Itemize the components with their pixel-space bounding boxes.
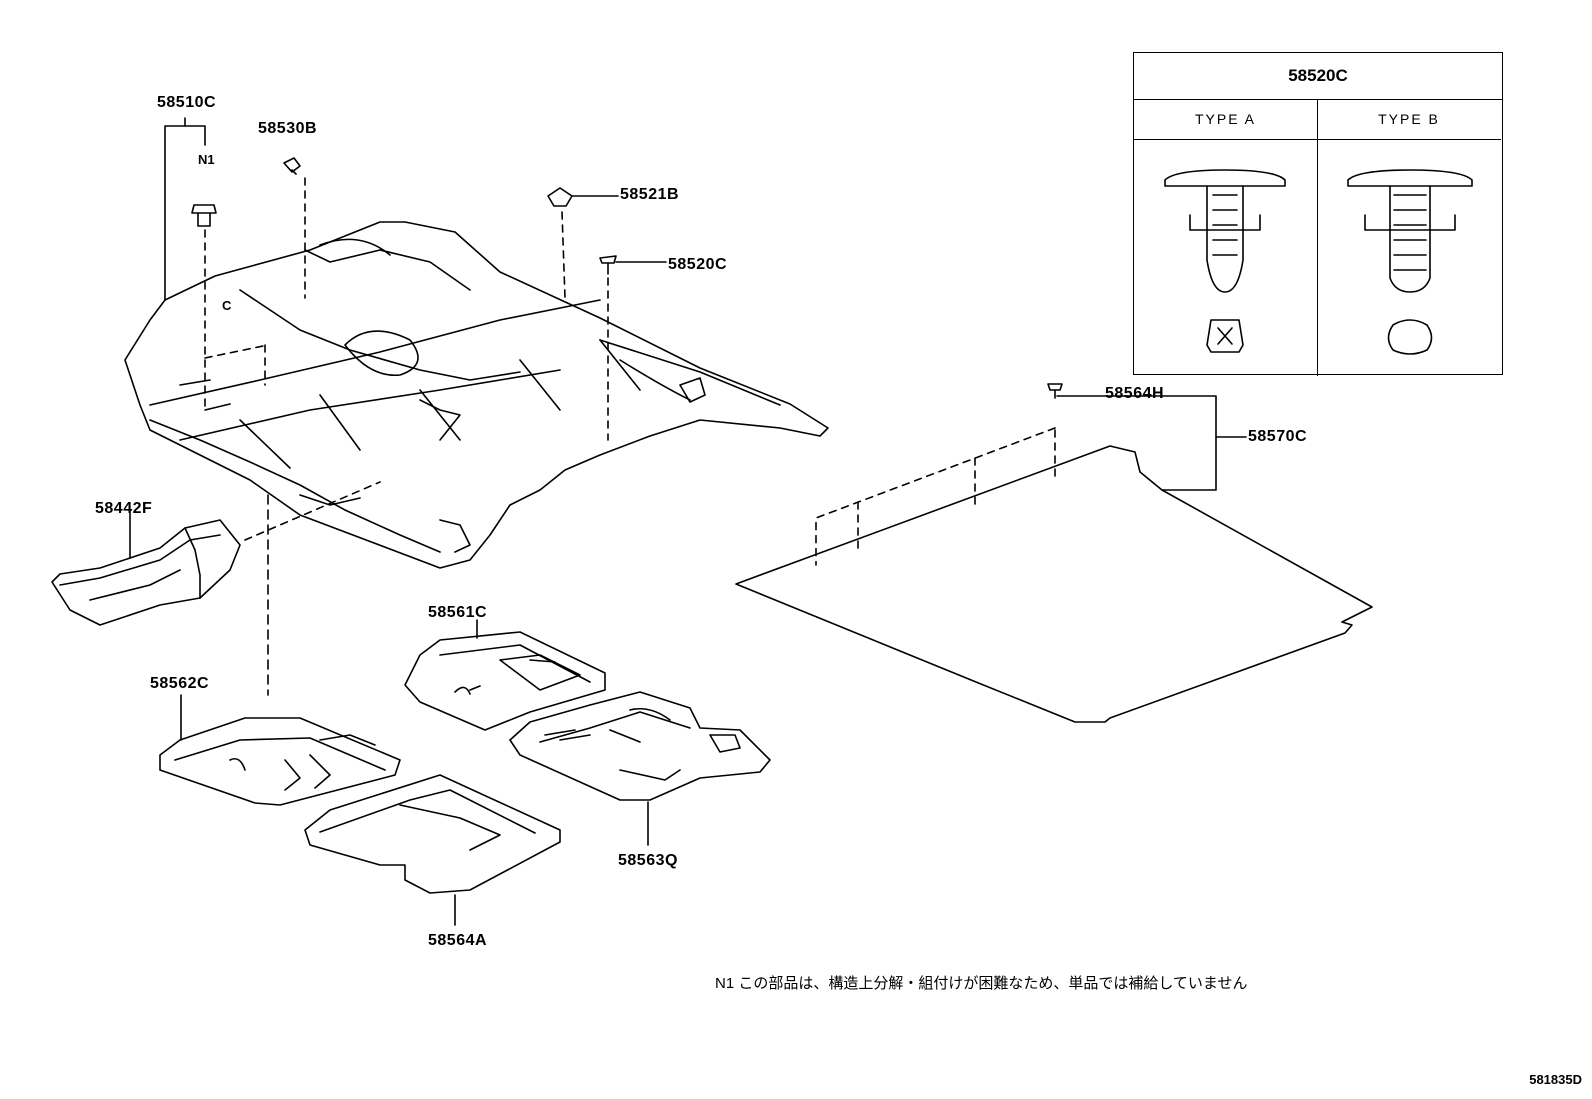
mat-58563Q xyxy=(509,691,771,846)
label-58563Q: 58563Q xyxy=(618,852,678,869)
label-58530B: 58530B xyxy=(258,120,318,137)
diagram-code: 581835D xyxy=(1529,1072,1582,1087)
inset-header-type-a: TYPE A xyxy=(1134,99,1317,140)
clip-type-b-drawing xyxy=(1347,169,1473,355)
mat-58570C xyxy=(735,395,1373,723)
label-58562C: 58562C xyxy=(150,675,210,692)
label-58561C: 58561C xyxy=(428,604,488,621)
label-n1: N1 xyxy=(198,152,215,167)
inset-header-type-b: TYPE B xyxy=(1317,99,1501,140)
inset-divider xyxy=(1317,99,1318,376)
mat-58564A xyxy=(304,774,561,926)
label-58521B: 58521B xyxy=(620,186,680,203)
clip-58530B xyxy=(283,157,301,175)
footnote: N1 この部品は、構造上分解・組付けが困難なため、単品では補給していません xyxy=(715,975,1248,992)
clip-58520C xyxy=(599,255,667,275)
label-c: C xyxy=(222,298,232,313)
mat-58562C xyxy=(159,694,401,806)
floor-carpet-58510C xyxy=(124,221,829,569)
duct-58442F xyxy=(51,509,241,626)
label-58510C: 58510C xyxy=(157,94,217,111)
label-58442F: 58442F xyxy=(95,500,153,517)
inset-title: 58520C xyxy=(1134,53,1502,100)
bolt-N1 xyxy=(191,204,217,227)
mat-58561C xyxy=(404,619,606,731)
label-58520C: 58520C xyxy=(668,256,728,273)
label-58564H: 58564H xyxy=(1105,385,1165,402)
clip-type-inset: 58520C TYPE A TYPE B xyxy=(1133,52,1503,376)
label-58564A: 58564A xyxy=(428,932,488,949)
clip-58564H xyxy=(1047,383,1063,399)
clip-58521B xyxy=(547,187,619,207)
clip-type-a-drawing xyxy=(1164,169,1286,353)
label-58570C: 58570C xyxy=(1248,428,1308,445)
